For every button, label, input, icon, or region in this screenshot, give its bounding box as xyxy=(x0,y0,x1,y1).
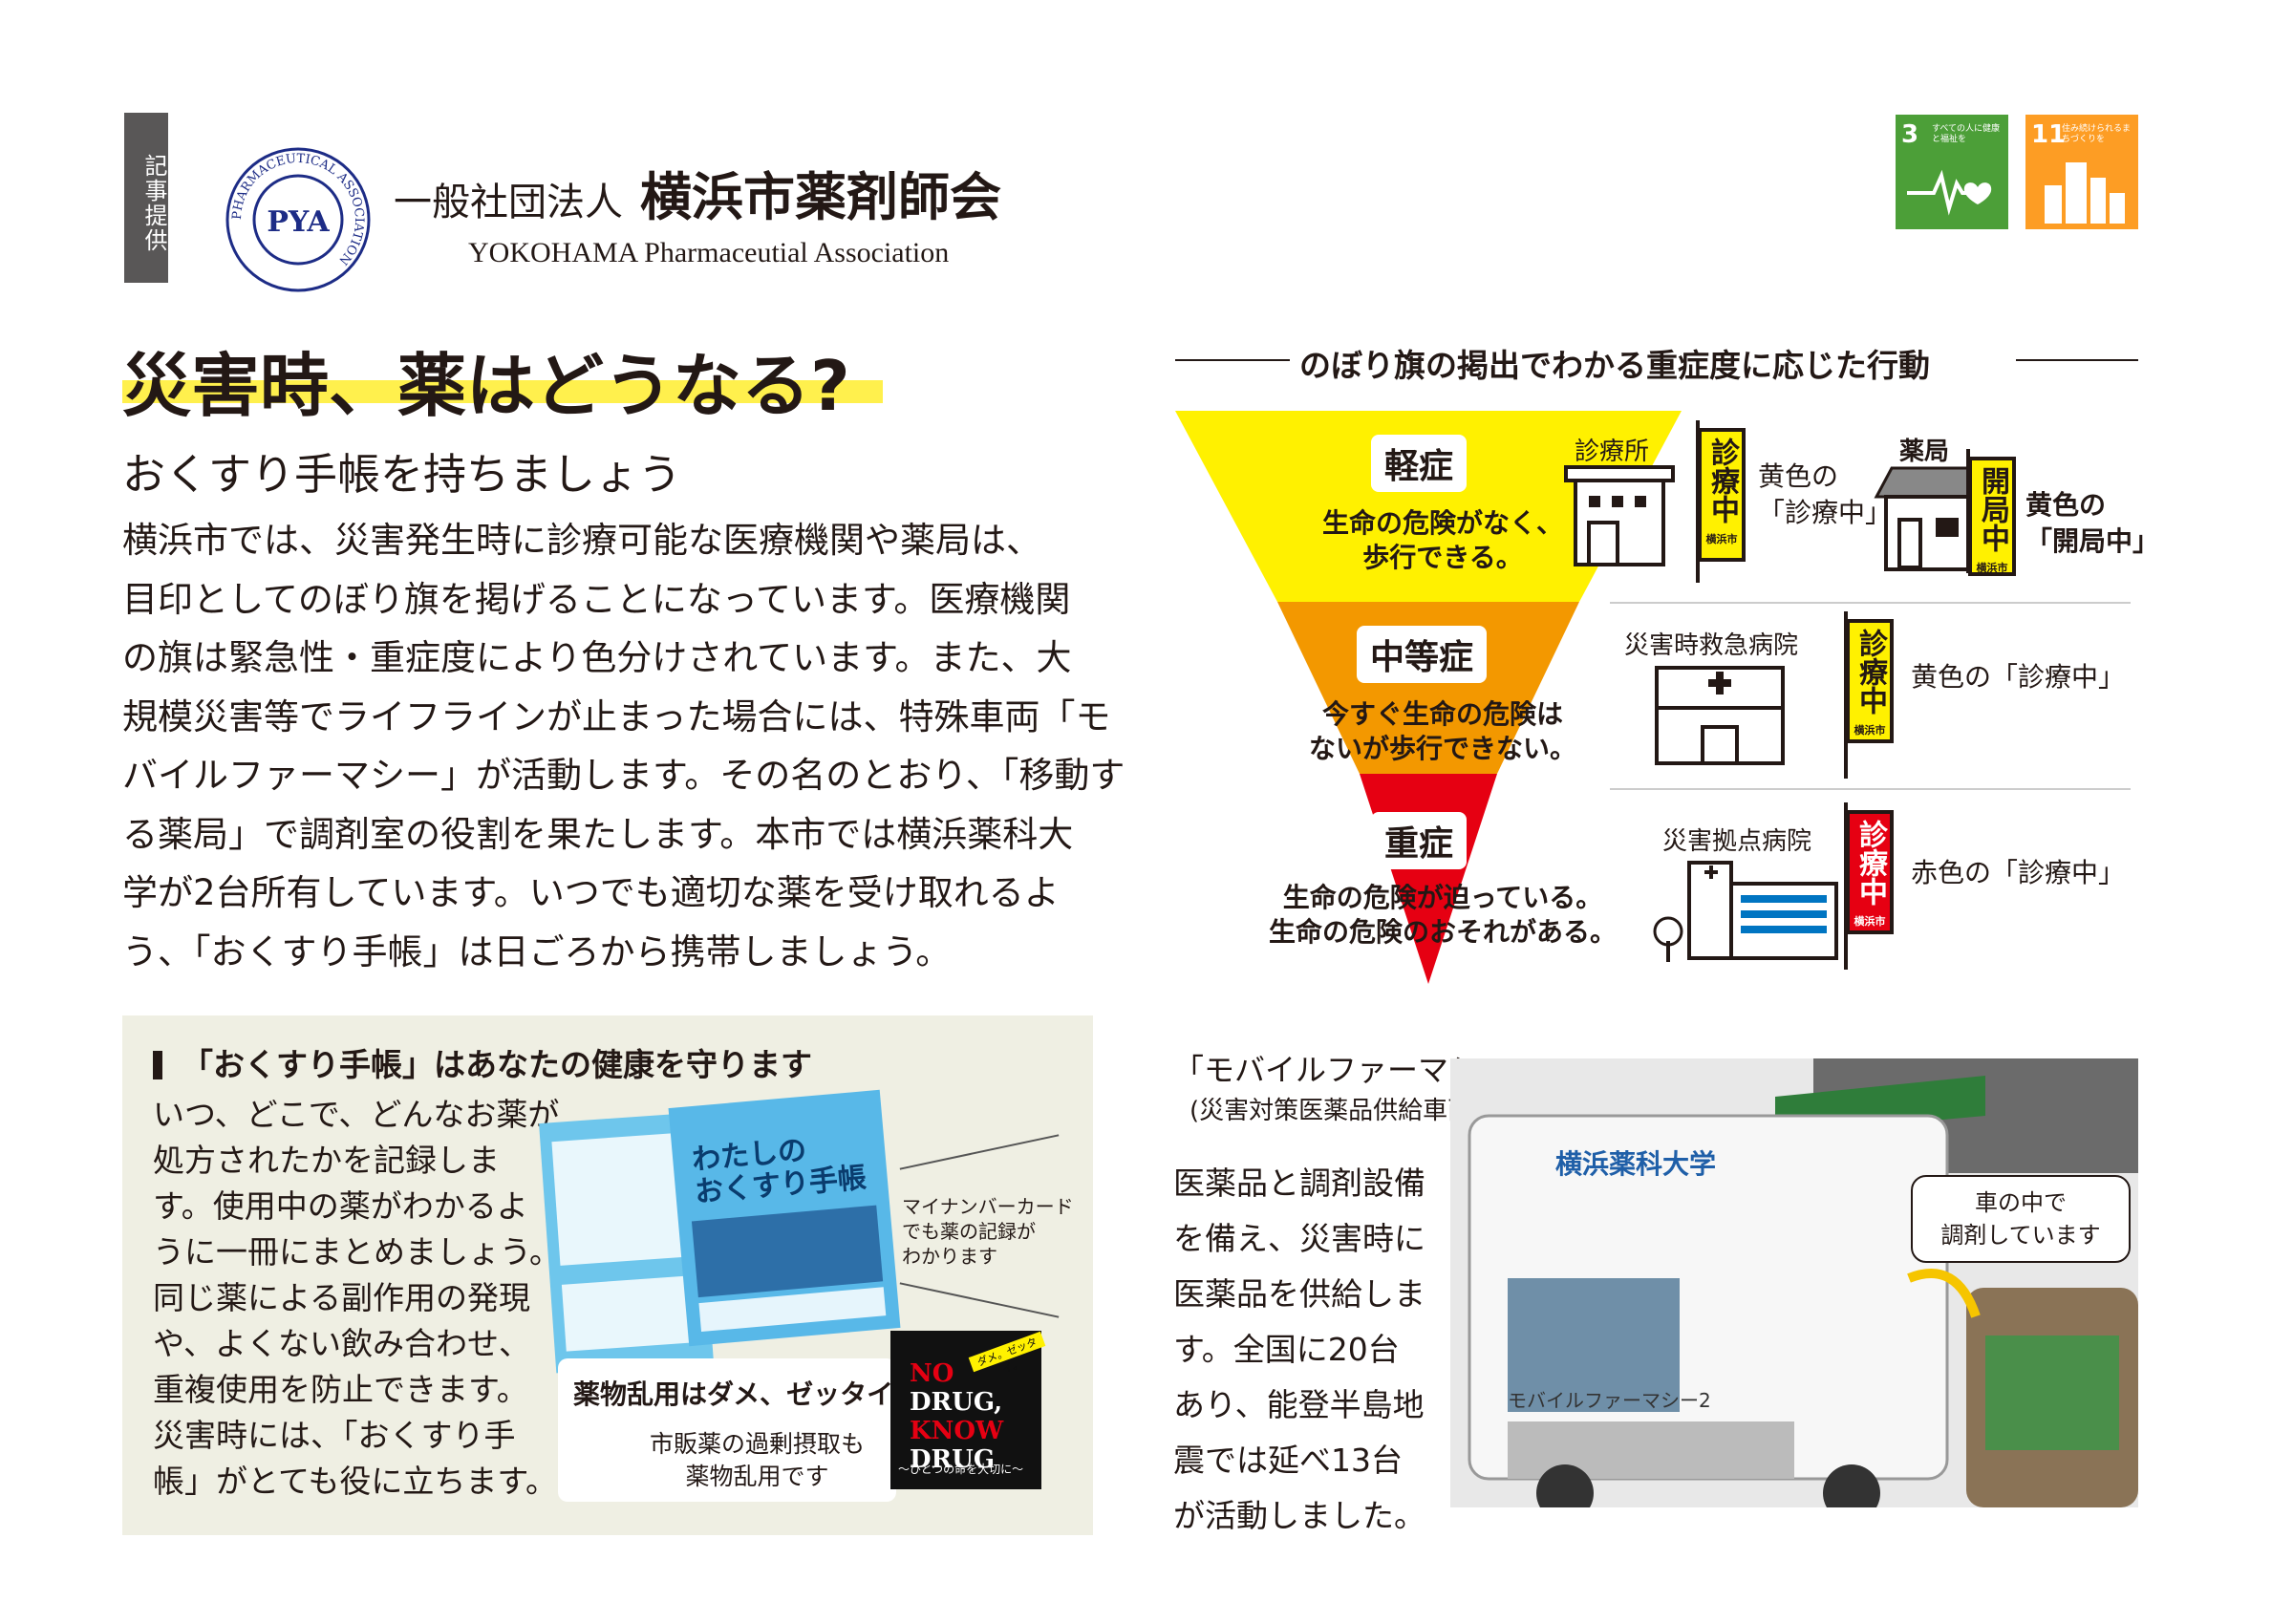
article-body: 横浜市では、災害発生時に診療可能な医療機関や薬局は、 目印としてのぼり旗を掲げる… xyxy=(122,511,1125,981)
row-divider xyxy=(1610,602,2131,604)
sdg-label: 住み続けられるまちづくりを xyxy=(2062,124,2132,144)
clinic-label: 診療所 xyxy=(1575,438,1650,466)
no-drug-caption: ～ひとつの命を大切に～ xyxy=(898,1463,1024,1476)
body-line: バイルファーマシー」が活動します。その名のとおり、「移動す xyxy=(122,755,1125,796)
drug-abuse-subtext: 市販薬の過剰摂取も 薬物乱用です xyxy=(650,1430,866,1490)
sdg-number: 3 xyxy=(1901,120,1919,149)
org-prefix: 一般社団法人 xyxy=(394,181,623,224)
disaster-er-hospital-label: 災害時救急病院 xyxy=(1624,631,1799,660)
logo-monogram: PYA xyxy=(267,205,330,239)
box-line: す。使用中の薬がわかるよ xyxy=(153,1187,528,1225)
pharmacy-label: 薬局 xyxy=(1899,438,1950,466)
box-line: 重複使用を防止できます。 xyxy=(153,1371,528,1408)
clinic-flag-note: 黄色の 「診療中」 xyxy=(1758,460,1893,528)
no-drug-line: NO xyxy=(910,1359,954,1388)
box-line: 処方されたかを記録しま xyxy=(153,1142,500,1179)
body-line: 規模災害等でライフラインが止まった場合には、特殊車両「モ xyxy=(122,695,1111,737)
box-line: 帳」がとても役に立ちます。 xyxy=(153,1463,558,1500)
mobile-line: あり、能登半島地 xyxy=(1173,1386,1425,1423)
no-drug-line: DRUG xyxy=(910,1445,996,1474)
severity-heading-text: のぼり旗の掲出でわかる重症度に応じた行動 xyxy=(1299,347,1930,384)
mobile-pharmacy-subtitle: (災害対策医薬品供給車両) xyxy=(1189,1097,1483,1125)
base-flag-note: 赤色の「診療中」 xyxy=(1911,857,2126,888)
mobile-line: 医薬品を供給しま xyxy=(1173,1275,1425,1313)
city-buildings-icon xyxy=(2045,162,2125,224)
headline-highlight xyxy=(122,380,883,403)
box-line: や、よくない飲み合わせ、 xyxy=(153,1325,531,1362)
article-provider-tag: 記事提供 xyxy=(124,113,168,283)
sdg-3-badge: 3 すべての人に健康と福祉を xyxy=(1896,115,2008,229)
sdg-number: 11 xyxy=(2031,120,2067,149)
severity-desc-moderate: 今すぐ生命の危険は ないが歩行できない。 xyxy=(1308,698,1576,764)
pharmacy-flag-note: 黄色の 「開局中」 xyxy=(2025,489,2160,557)
sdg-11-badge: 11 住み続けられるまちづくりを xyxy=(2025,115,2138,229)
box-text: いつ、どこで、どんなお薬が 処方されたかを記録しま す。使用中の薬がわかるよ う… xyxy=(153,1092,561,1505)
mobile-line: 震では延べ13台 xyxy=(1173,1442,1403,1479)
base-hospital-building-icon xyxy=(1653,861,1838,962)
mobile-pharmacy-truck-photo: 横浜薬科大学 モバイルファーマシー2 xyxy=(1450,1058,2138,1507)
flag-city: 横浜市 xyxy=(1854,915,1886,928)
heartbeat-icon xyxy=(1907,169,1992,216)
box-title: 「おくすり手帳」はあなたの健康を守ります xyxy=(153,1039,812,1085)
mobile-pharmacy-text: 医薬品と調剤設備 を備え、災害時に 医薬品を供給しま す。全国に20台 あり、能… xyxy=(1173,1156,1425,1544)
body-line: 学が2台所有しています。いつでも適切な薬を受け取れるよ xyxy=(122,872,1060,913)
mobile-line: が活動しました。 xyxy=(1173,1497,1425,1534)
er-flag-note: 黄色の「診療中」 xyxy=(1911,661,2126,693)
truck-side-text: 横浜薬科大学 xyxy=(1555,1148,1716,1180)
box-line: 同じ薬による副作用の発現 xyxy=(153,1279,531,1316)
box-line: 災害時には、「おくすり手 xyxy=(153,1417,516,1454)
severity-level-moderate: 中等症 xyxy=(1357,626,1488,683)
medicine-notebook-image: わたしの おくすり手帳 xyxy=(668,1089,901,1347)
severity-desc-mild: 生命の危険がなく、 歩行できる。 xyxy=(1321,507,1563,573)
mobile-line: 医薬品と調剤設備 xyxy=(1173,1165,1425,1202)
pharmacy-building-icon xyxy=(1874,466,1986,571)
row-divider xyxy=(1610,788,2131,790)
body-line: う、「おくすり手帳」は日ごろから携帯しましょう。 xyxy=(122,930,952,972)
org-main-name: 横浜市薬剤師会 xyxy=(640,167,1001,227)
severity-heading: のぼり旗の掲出でわかる重症度に応じた行動 xyxy=(1175,340,2140,384)
no-drug-line: KNOW xyxy=(910,1417,1004,1445)
mobile-line: す。全国に20台 xyxy=(1173,1331,1400,1368)
body-line: 目印としてのぼり旗を掲げることになっています。医療機関 xyxy=(122,578,1071,620)
truck-front-text: モバイルファーマシー2 xyxy=(1508,1389,1711,1412)
flag-city: 横浜市 xyxy=(1854,724,1886,737)
er-yellow-flag: 診療中 横浜市 xyxy=(1846,619,1894,743)
hospital-building-icon xyxy=(1655,666,1785,765)
inside-truck-bubble: 車の中で 調剤しています xyxy=(1911,1175,2131,1263)
mobile-line: を備え、災害時に xyxy=(1173,1220,1425,1257)
drug-abuse-panel xyxy=(558,1358,896,1502)
box-line: いつ、どこで、どんなお薬が xyxy=(153,1096,560,1133)
my-number-note: マイナンバーカード でも薬の記録が わかります xyxy=(902,1195,1074,1268)
association-logo: PHARMACEUTICAL ASSOCIATION PYA xyxy=(225,147,371,292)
notebook-title: わたしの おくすり手帳 xyxy=(690,1133,868,1209)
clinic-building-icon xyxy=(1564,465,1675,566)
sdg-label: すべての人に健康と福祉を xyxy=(1932,124,2001,144)
no-drug-line: DRUG, xyxy=(910,1388,1003,1417)
body-line: る薬局」で調剤室の役割を果たします。本市では横浜薬科大 xyxy=(122,813,1074,855)
no-drug-logo: ダメ。ゼッタイ。 NO DRUG, KNOW DRUG ～ひとつの命を大切に～ xyxy=(890,1331,1046,1489)
organization-english-name: YOKOHAMA Pharmaceutial Association xyxy=(468,237,950,268)
severity-level-mild: 軽症 xyxy=(1371,435,1468,492)
drug-abuse-title: 薬物乱用はダメ、ゼッタイ xyxy=(573,1378,894,1410)
box-line: うに一冊にまとめましょう。 xyxy=(153,1233,562,1271)
organization-name: 一般社団法人横浜市薬剤師会 xyxy=(394,155,1001,230)
clinic-yellow-flag: 診療中 横浜市 xyxy=(1698,428,1746,562)
flag-city: 横浜市 xyxy=(1705,533,1738,545)
headline: 災害時、薬はどうなる? xyxy=(122,346,850,426)
body-line: の旗は緊急性・重症度により色分けされています。また、大 xyxy=(122,637,1072,678)
body-line: 横浜市では、災害発生時に診療可能な医療機関や薬局は、 xyxy=(122,520,1041,561)
subheadline: おくすり手帳を持ちましょう xyxy=(122,449,682,500)
pharmacy-open-flag: 開局中 横浜市 xyxy=(1968,457,2016,576)
disaster-base-hospital-label: 災害拠点病院 xyxy=(1662,827,1812,856)
severity-level-severe: 重症 xyxy=(1371,812,1468,869)
base-red-flag: 診療中 横浜市 xyxy=(1846,810,1894,934)
flag-city: 横浜市 xyxy=(1976,562,2008,574)
severity-desc-severe: 生命の危険が迫っている。 生命の危険のおそれがある。 xyxy=(1268,882,1617,948)
